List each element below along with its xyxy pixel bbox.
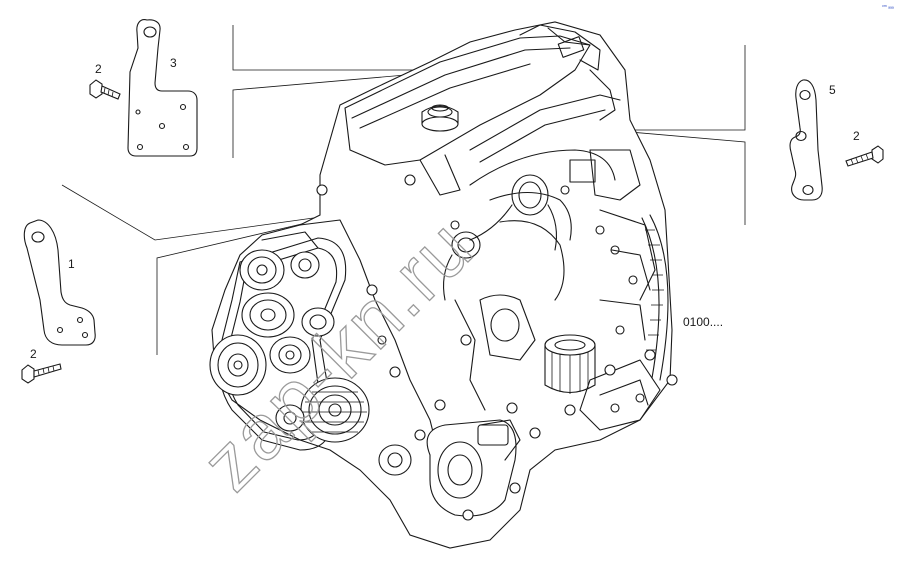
leader-bracket-5-top	[630, 45, 746, 131]
pulley-mid-right	[301, 307, 335, 337]
bracket-5	[789, 79, 823, 201]
callout-2a: 2	[95, 62, 102, 76]
corner-mark: ᵒᵐ ₐₐₐ	[882, 4, 894, 10]
engine-assembly	[209, 21, 678, 549]
hose-center	[469, 174, 557, 251]
leader-bracket-3-bottom	[232, 71, 441, 158]
pulley-center	[269, 336, 311, 374]
pulley-mid	[241, 292, 295, 338]
water-pump	[378, 444, 412, 476]
leader-bracket-1-bottom	[156, 214, 341, 355]
oil-filter	[544, 334, 596, 394]
hose-left	[443, 231, 481, 301]
leader-bracket-3-top	[232, 25, 440, 71]
bolt-2b	[21, 363, 62, 384]
leader-bracket-1-top	[61, 184, 336, 241]
bolt-2a	[89, 79, 121, 100]
bracket-3	[127, 19, 198, 157]
callout-5: 5	[829, 83, 836, 97]
callout-2c: 2	[853, 129, 860, 143]
pulley-large	[209, 334, 267, 396]
callout-1: 1	[68, 257, 75, 271]
leader-lines	[61, 25, 746, 355]
oil-filler-cap	[421, 104, 459, 132]
engine-bolts	[316, 174, 678, 521]
leader-bracket-5-bottom	[629, 131, 746, 225]
crankshaft-pulley	[300, 377, 370, 443]
reference-code: 0100....	[683, 315, 723, 329]
callout-3: 3	[170, 56, 177, 70]
callout-2b: 2	[30, 347, 37, 361]
vacuum-pump	[426, 419, 521, 517]
pulley-top	[239, 249, 285, 291]
bracket-1	[23, 219, 96, 346]
pulley-idler-low	[275, 404, 305, 432]
bolt-2c	[845, 145, 884, 167]
pulley-alternator	[290, 251, 320, 279]
